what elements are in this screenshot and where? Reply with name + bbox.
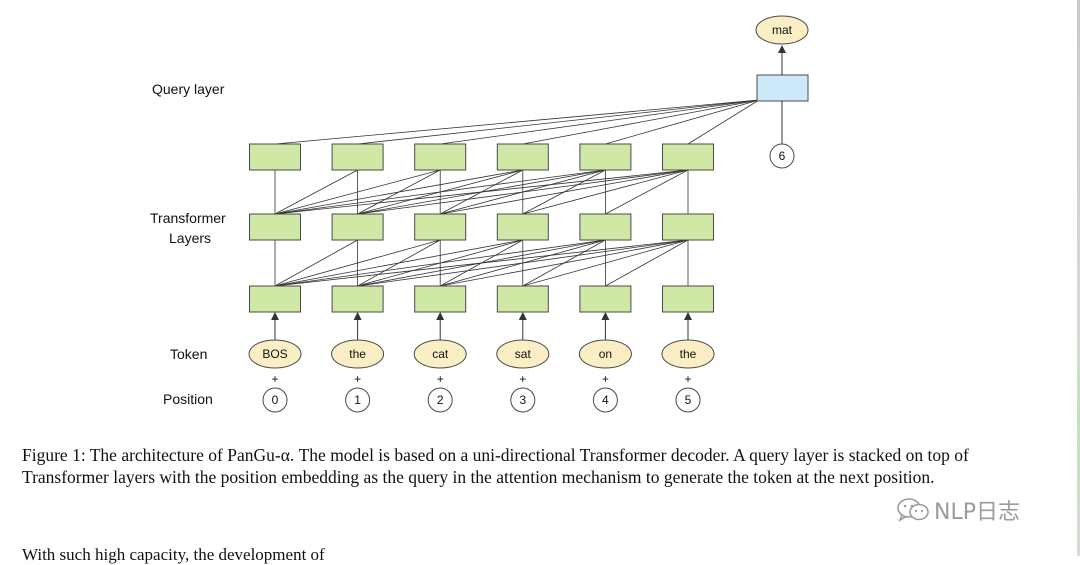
transformer-layer-box: [414, 213, 467, 241]
position-text: 0: [272, 393, 279, 407]
output-token-ellipse: [755, 15, 809, 45]
attention-line-upper: [274, 169, 441, 215]
query-layer-label: Query layer: [152, 81, 225, 97]
position-text: 4: [602, 393, 609, 407]
attention-line-lower: [274, 239, 523, 287]
transformer-layer-box: [331, 143, 384, 171]
token-ellipse: [413, 339, 467, 369]
token-ellipse: [248, 339, 302, 369]
query-position-circle: [769, 143, 795, 169]
attention-line-upper: [274, 169, 689, 215]
token-ellipse: [496, 339, 550, 369]
attention-line-lower: [274, 239, 358, 287]
attention-line-lower: [274, 239, 441, 287]
watermark: NLP日志: [896, 494, 1020, 526]
transformer-layer-box: [496, 143, 549, 171]
plus-sign: +: [519, 372, 526, 386]
attention-line-lower: [274, 239, 606, 287]
token-text: the: [349, 347, 366, 361]
token-text: the: [680, 347, 697, 361]
token-text: on: [599, 347, 612, 361]
query-attention-line: [522, 99, 760, 145]
attention-line-upper: [357, 169, 689, 215]
attention-line-lower: [605, 239, 689, 287]
transformer-layer-box: [662, 285, 714, 313]
transformer-layer-box: [414, 285, 467, 313]
attention-line-upper: [440, 169, 689, 215]
figure-caption: Figure 1: The architecture of PanGu-α. T…: [22, 445, 969, 487]
transformer-layer-box: [414, 143, 467, 171]
transformer-layer-box: [249, 213, 301, 241]
token-column: the +1: [331, 143, 385, 413]
query-column: mat 6: [755, 15, 809, 169]
token-label: Token: [170, 346, 207, 362]
position-text: 2: [437, 393, 444, 407]
position-text: 5: [685, 393, 692, 407]
attention-line-lower: [522, 239, 689, 287]
transformer-label-line2: Layers: [169, 230, 211, 246]
transformer-label-line1: Transformer: [150, 210, 226, 226]
token-text: BOS: [262, 347, 287, 361]
query-attention-line: [357, 99, 760, 145]
position-text: 3: [519, 393, 526, 407]
plus-sign: +: [271, 372, 278, 386]
query-attention-line: [440, 99, 760, 145]
plus-sign: +: [602, 372, 609, 386]
position-label: Position: [163, 391, 213, 407]
position-circle: [592, 387, 618, 413]
token-columns: BOS +0 the +1 cat +2 sat +3 on +4 the +5: [248, 143, 715, 413]
transformer-layer-box: [249, 285, 301, 313]
output-token-text: mat: [772, 23, 793, 37]
position-circle: [510, 387, 536, 413]
transformer-layer-box: [496, 213, 549, 241]
token-ellipse: [661, 339, 715, 369]
cut-off-body-text: With such high capacity, the development…: [22, 545, 325, 564]
query-attention-line: [274, 99, 760, 145]
attention-connections: [274, 99, 760, 287]
position-circle: [262, 387, 288, 413]
token-text: cat: [432, 347, 449, 361]
right-edge-border: [1077, 0, 1080, 556]
token-text: sat: [515, 347, 532, 361]
token-column: BOS +0: [248, 143, 302, 413]
attention-line-upper: [274, 169, 606, 215]
attention-line-lower: [440, 239, 689, 287]
transformer-layer-box: [579, 213, 632, 241]
token-column: on +4: [578, 143, 632, 413]
token-column: sat +3: [496, 143, 550, 413]
query-attention-line: [687, 99, 760, 145]
position-text: 1: [354, 393, 361, 407]
transformer-layer-box: [662, 143, 714, 171]
position-circle: [427, 387, 453, 413]
plus-sign: +: [354, 372, 361, 386]
position-circle: [345, 387, 371, 413]
wechat-icon: [897, 498, 929, 522]
query-attention-line: [605, 99, 760, 145]
plus-sign: +: [437, 372, 444, 386]
transformer-layer-box: [249, 143, 301, 171]
attention-line-upper: [274, 169, 523, 215]
attention-line-lower: [357, 239, 689, 287]
transformer-layer-box: [331, 213, 384, 241]
transformer-layer-box: [331, 285, 384, 313]
transformer-layer-box: [496, 285, 549, 313]
watermark-text: NLP日志: [934, 500, 1020, 525]
transformer-layer-box: [579, 143, 632, 171]
token-column: the +5: [661, 143, 715, 413]
transformer-layer-box: [662, 213, 714, 241]
query-layer-box: [756, 74, 809, 102]
plus-sign: +: [684, 372, 691, 386]
query-position-text: 6: [779, 149, 786, 163]
token-ellipse: [331, 339, 385, 369]
token-ellipse: [578, 339, 632, 369]
attention-line-upper: [274, 169, 358, 215]
position-circle: [675, 387, 701, 413]
transformer-layer-box: [579, 285, 632, 313]
attention-line-upper: [605, 169, 689, 215]
architecture-diagram: Query layer Transformer Layers Token Pos…: [150, 15, 809, 413]
token-column: cat +2: [413, 143, 467, 413]
attention-line-lower: [274, 239, 689, 287]
attention-line-upper: [522, 169, 689, 215]
